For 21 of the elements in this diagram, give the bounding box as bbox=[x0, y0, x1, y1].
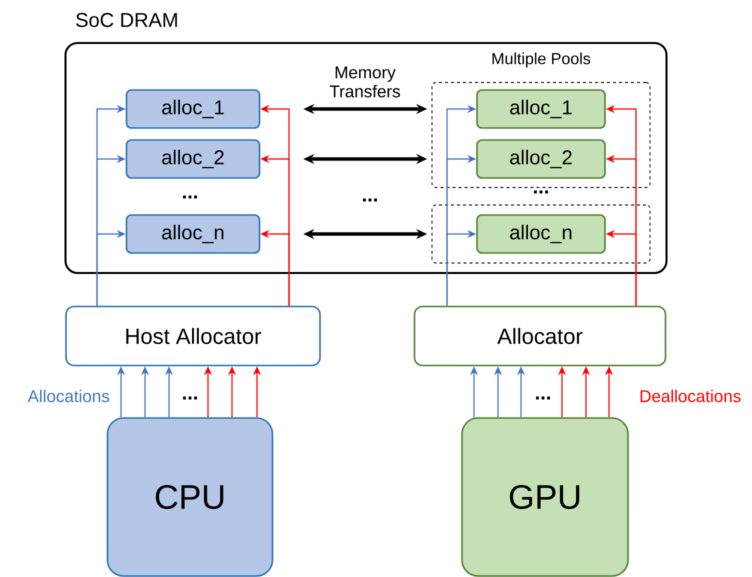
arrow-group-label: Allocations bbox=[28, 390, 110, 402]
alloc-box: alloc_n bbox=[476, 214, 606, 254]
processor-box: CPU bbox=[106, 417, 274, 577]
allocator-box: Host Allocator bbox=[65, 306, 321, 366]
ellipsis: ... bbox=[183, 396, 197, 400]
allocator-box: Allocator bbox=[414, 306, 666, 366]
ellipsis: ... bbox=[534, 190, 548, 194]
ellipsis: ... bbox=[183, 196, 197, 198]
node-label: SoC DRAM bbox=[76, 12, 177, 28]
alloc-box: alloc_1 bbox=[126, 89, 260, 129]
arrow-group-label: Deallocations bbox=[640, 390, 741, 402]
node-label: Multiple Pools bbox=[492, 52, 590, 68]
alloc-box: alloc_2 bbox=[126, 139, 260, 179]
alloc-box: alloc_2 bbox=[476, 139, 606, 179]
alloc-box: alloc_n bbox=[126, 214, 260, 254]
alloc-box: alloc_1 bbox=[476, 89, 606, 129]
ellipsis: ... bbox=[536, 396, 550, 400]
transfer-label: Memory Transfers bbox=[330, 66, 400, 98]
processor-box: GPU bbox=[461, 417, 629, 577]
ellipsis: ... bbox=[363, 198, 377, 202]
pool-box bbox=[432, 204, 650, 264]
